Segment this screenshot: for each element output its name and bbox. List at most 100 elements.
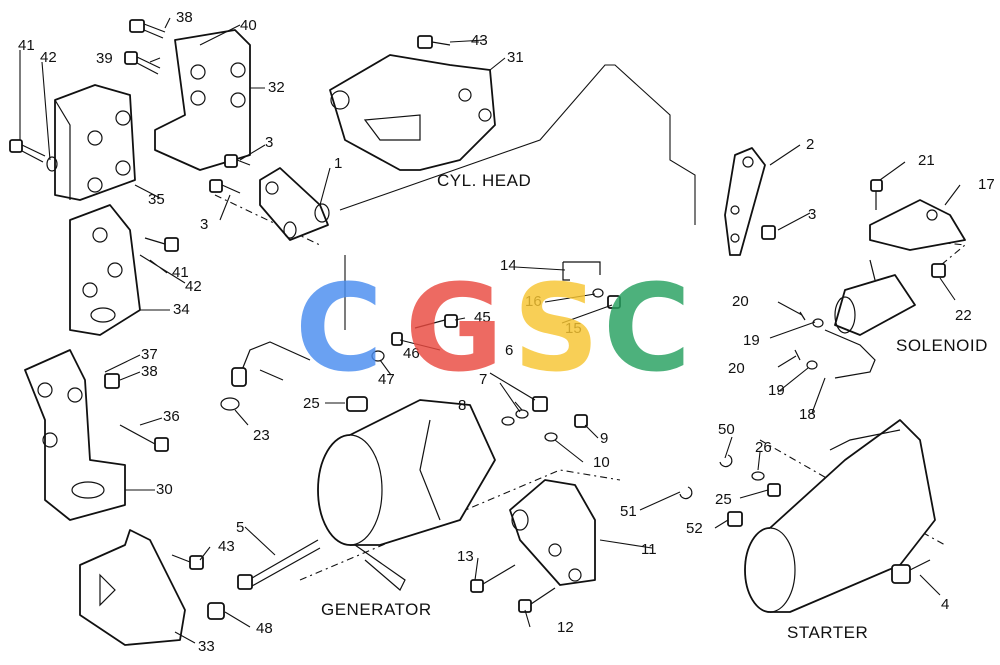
part-num-4: 4: [941, 596, 949, 613]
starter-axis-line: [759, 439, 946, 546]
bolt-38: [104, 373, 120, 389]
clip-14: [562, 261, 601, 281]
part-num-46: 46: [403, 345, 420, 362]
part-num-20a: 20: [732, 293, 749, 310]
bracket-1: [259, 167, 330, 241]
part-num-52: 52: [686, 520, 703, 537]
bracket-33: [79, 529, 186, 646]
bolt-44a: [417, 35, 451, 49]
part-num-23: 23: [253, 427, 270, 444]
part-num-9: 9: [600, 430, 608, 447]
part-num-11: 11: [641, 541, 657, 558]
part-num-37: 37: [141, 346, 158, 363]
part-num-26: 26: [755, 439, 772, 456]
solenoid-label: SOLENOID: [896, 336, 988, 355]
washer-7: [515, 409, 529, 419]
bolt-52: [727, 511, 743, 527]
washer-26: [751, 471, 765, 481]
bolt-9: [574, 414, 588, 428]
washer-43a: [46, 156, 58, 172]
bolt-3b: [209, 179, 241, 194]
bracket-31: [329, 54, 496, 171]
bolt-40: [124, 51, 161, 75]
part-num-10: 10: [593, 454, 610, 471]
part-num-6: 6: [505, 342, 513, 359]
bracket-chain-line: [339, 64, 696, 225]
part-num-15: 15: [565, 320, 582, 337]
cyl-head-label: CYL. HEAD: [437, 171, 531, 190]
pin-20a: [799, 311, 806, 321]
bolt-42b: [144, 237, 179, 252]
part-num-13: 13: [457, 548, 474, 565]
part-num-36: 36: [163, 408, 180, 425]
part-num-25: 25: [715, 491, 732, 508]
part-num-43a: 42: [40, 49, 57, 66]
watermark-letter-g: G: [405, 260, 504, 399]
washer-23: [220, 397, 240, 411]
watermark-letter-c1: C: [295, 260, 383, 399]
part-num-19b: 19: [768, 382, 785, 399]
bolt-3a: [224, 154, 251, 168]
part-num-31: 31: [507, 49, 524, 66]
bolt-13: [470, 564, 516, 593]
part-num-12: 12: [557, 619, 574, 636]
leader-lines: [19, 17, 961, 644]
part-num-47: 47: [378, 371, 395, 388]
starter: [744, 419, 936, 613]
bolt-3c: [761, 225, 776, 240]
washer-19a: [812, 318, 824, 328]
bolt-21: [870, 179, 883, 210]
cgsc-watermark: C G S C: [295, 260, 691, 399]
part-num-17: 17: [978, 176, 995, 193]
part-num-33: 33: [198, 638, 215, 655]
part-num-14: 14: [500, 257, 517, 274]
part-num-42b: 41: [172, 264, 189, 281]
part-num-40: 39: [96, 50, 113, 67]
bolt-12: [518, 587, 556, 613]
bolt-39: [129, 19, 166, 39]
part-num-8: 8: [458, 397, 466, 414]
part-num-51: 51: [620, 503, 637, 520]
generator: [317, 399, 496, 591]
bracket-32: [154, 29, 251, 171]
part-num-38: 38: [141, 363, 158, 380]
pin-20b: [794, 349, 801, 361]
part-num-48: 48: [256, 620, 273, 637]
nut-6: [532, 396, 548, 412]
part-num-41: 40: [240, 17, 257, 34]
part-num-20b: 20: [728, 360, 745, 377]
part-num-44b: 43: [218, 538, 235, 555]
washer-10: [544, 432, 558, 442]
bracket-30: [24, 349, 126, 521]
part-num-39: 38: [176, 9, 193, 26]
part-num-21: 21: [918, 152, 935, 169]
part-num-22: 22: [955, 307, 972, 324]
part-num-7: 7: [479, 371, 487, 388]
bracket-35: [54, 84, 136, 201]
part-num-19a: 19: [743, 332, 760, 349]
bolt-5: [237, 539, 321, 590]
part-num-34: 34: [173, 301, 190, 318]
washer-19b: [806, 360, 818, 370]
part-num-43b: 42: [185, 278, 202, 295]
part-num-1: 1: [334, 155, 342, 172]
part-num-24: 25: [303, 395, 320, 412]
part-num-44a: 43: [471, 32, 488, 49]
generator-label: GENERATOR: [321, 600, 432, 619]
washer-8: [501, 416, 515, 426]
part-num-3a: 3: [265, 134, 273, 151]
bolt-48: [207, 602, 225, 620]
solenoid: [834, 259, 916, 336]
part-num-32: 32: [268, 79, 285, 96]
part-num-50: 50: [718, 421, 735, 438]
bracket-34: [69, 204, 141, 336]
washer-47: [371, 350, 385, 362]
bolt-42a: [9, 139, 46, 163]
bracket-11: [509, 479, 596, 586]
ring-50: [719, 454, 733, 468]
washer-16: [592, 288, 604, 298]
nut-22: [931, 263, 946, 278]
part-num-42a: 41: [18, 37, 35, 54]
fitting-46: [391, 332, 403, 346]
